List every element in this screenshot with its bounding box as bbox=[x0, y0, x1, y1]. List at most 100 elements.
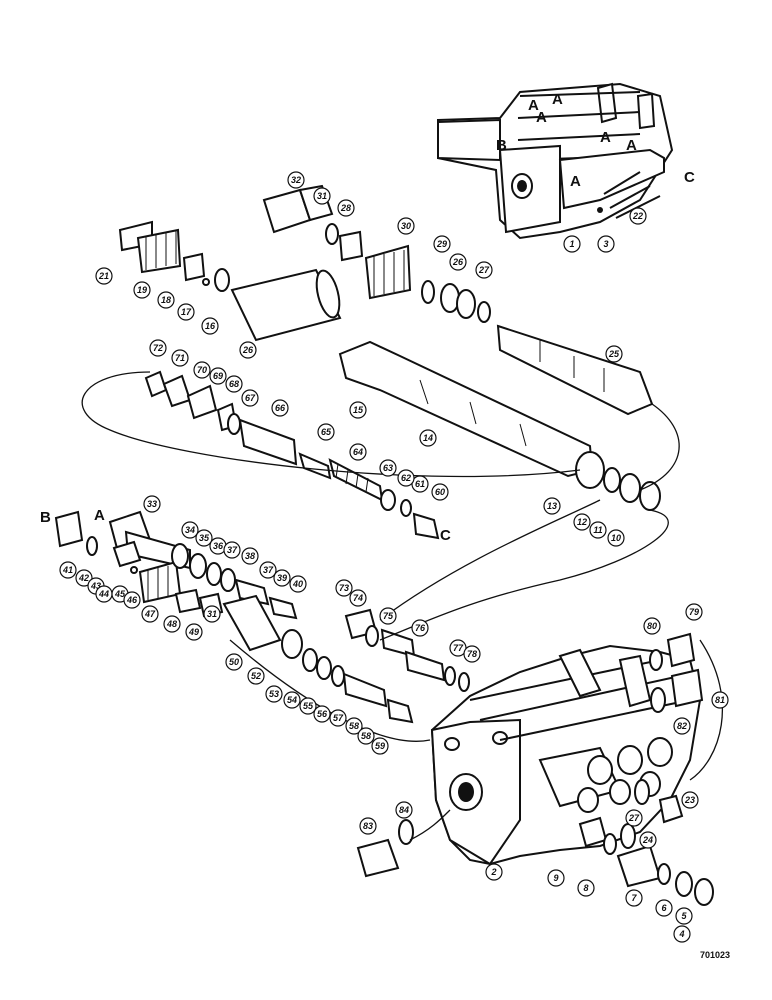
callout-circle bbox=[177, 303, 195, 321]
assembled-valve-inset bbox=[437, 82, 674, 240]
callout-circle bbox=[379, 607, 397, 625]
callout-3-2: 3 bbox=[597, 235, 615, 253]
callout-number: 30 bbox=[401, 221, 411, 231]
callout-number: 52 bbox=[251, 671, 261, 681]
callout-circle bbox=[349, 589, 367, 607]
callout-number: 27 bbox=[478, 265, 490, 275]
callout-34-35: 34 bbox=[181, 521, 199, 539]
callout-75-77: 75 bbox=[379, 607, 397, 625]
callout-66-68: 66 bbox=[271, 399, 289, 417]
callout-number: 26 bbox=[242, 345, 254, 355]
callout-number: 67 bbox=[245, 393, 256, 403]
callout-72-74: 72 bbox=[149, 339, 167, 357]
callout-number: 68 bbox=[229, 379, 239, 389]
callout-number: 5 bbox=[681, 911, 687, 921]
callout-number: 42 bbox=[78, 573, 89, 583]
callout-circle bbox=[313, 187, 331, 205]
callout-number: 82 bbox=[677, 721, 687, 731]
callout-circle bbox=[313, 705, 331, 723]
callout-number: 26 bbox=[452, 257, 464, 267]
callout-circle bbox=[463, 645, 481, 663]
callout-70-72: 70 bbox=[193, 361, 211, 379]
callout-number: 2 bbox=[490, 867, 496, 877]
callout-number: 56 bbox=[317, 709, 328, 719]
callout-circle bbox=[629, 207, 647, 225]
callout-circle bbox=[345, 717, 363, 735]
callout-circle bbox=[317, 423, 335, 441]
callout-number: 65 bbox=[321, 427, 332, 437]
callout-number: 69 bbox=[213, 371, 223, 381]
callout-68-70: 68 bbox=[225, 375, 243, 393]
callout-circle bbox=[577, 879, 595, 897]
callout-number: 31 bbox=[207, 609, 217, 619]
callout-number: 61 bbox=[415, 479, 425, 489]
callout-17-16: 17 bbox=[177, 303, 195, 321]
callout-50-52: 50 bbox=[225, 653, 243, 671]
callout-number: 48 bbox=[166, 619, 177, 629]
callout-number: 21 bbox=[98, 271, 109, 281]
callout-circle bbox=[123, 591, 141, 609]
callout-number: 64 bbox=[353, 447, 363, 457]
callout-number: 15 bbox=[353, 405, 364, 415]
callout-58-60: 58 bbox=[357, 727, 375, 745]
callout-number: 71 bbox=[175, 353, 185, 363]
callout-circle bbox=[271, 399, 289, 417]
callout-circle bbox=[241, 547, 259, 565]
callout-number: 58 bbox=[361, 731, 371, 741]
callout-circle bbox=[239, 341, 257, 359]
callout-circle bbox=[573, 513, 591, 531]
callout-59-61: 59 bbox=[371, 737, 389, 755]
callout-number: 1 bbox=[569, 239, 574, 249]
callout-84-86: 84 bbox=[395, 801, 413, 819]
callout-number: 46 bbox=[126, 595, 138, 605]
callout-76-78: 76 bbox=[411, 619, 429, 637]
callout-circle bbox=[485, 863, 503, 881]
callout-67-69: 67 bbox=[241, 389, 259, 407]
callout-39-41: 39 bbox=[273, 569, 291, 587]
callout-number: 37 bbox=[227, 545, 238, 555]
callout-circle bbox=[643, 617, 661, 635]
callout-number: 10 bbox=[611, 533, 621, 543]
callout-circle bbox=[605, 345, 623, 363]
callout-11-10: 11 bbox=[589, 521, 607, 539]
callout-number: 33 bbox=[147, 499, 157, 509]
callout-23-21: 23 bbox=[681, 791, 699, 809]
callout-circle bbox=[141, 605, 159, 623]
callout-number: 84 bbox=[399, 805, 409, 815]
callout-56-57: 56 bbox=[313, 705, 331, 723]
callout-circle bbox=[289, 575, 307, 593]
callout-25-23: 25 bbox=[605, 345, 623, 363]
callout-circle bbox=[673, 717, 691, 735]
callout-37-39: 37 bbox=[259, 561, 277, 579]
letter-a-v3: A bbox=[536, 109, 547, 126]
callout-number: 12 bbox=[577, 517, 587, 527]
callout-circle bbox=[143, 495, 161, 513]
letter-b-valve: B bbox=[496, 137, 507, 154]
callout-9-8: 9 bbox=[547, 869, 565, 887]
callout-circle bbox=[209, 367, 227, 385]
callout-32-33: 32 bbox=[287, 171, 305, 189]
callout-circle bbox=[547, 869, 565, 887]
callout-number: 60 bbox=[435, 487, 445, 497]
callout-number: 81 bbox=[715, 695, 725, 705]
callout-2-1: 2 bbox=[485, 863, 503, 881]
callout-73-75: 73 bbox=[335, 579, 353, 597]
callout-13-12: 13 bbox=[543, 497, 561, 515]
callout-circle bbox=[181, 521, 199, 539]
callout-number: 17 bbox=[181, 307, 192, 317]
callout-number: 62 bbox=[401, 473, 411, 483]
callout-37-38: 37 bbox=[223, 541, 241, 559]
callout-79-81: 79 bbox=[685, 603, 703, 621]
callout-number: 36 bbox=[213, 541, 224, 551]
callout-number: 23 bbox=[684, 795, 695, 805]
callout-circle bbox=[419, 429, 437, 447]
callout-number: 79 bbox=[689, 607, 699, 617]
callout-12-11: 12 bbox=[573, 513, 591, 531]
callout-circle bbox=[225, 375, 243, 393]
callout-60-62: 60 bbox=[431, 483, 449, 501]
callout-circle bbox=[75, 569, 93, 587]
callout-54-55: 54 bbox=[283, 691, 301, 709]
callout-circle bbox=[655, 899, 673, 917]
valve-body-main bbox=[430, 644, 702, 866]
